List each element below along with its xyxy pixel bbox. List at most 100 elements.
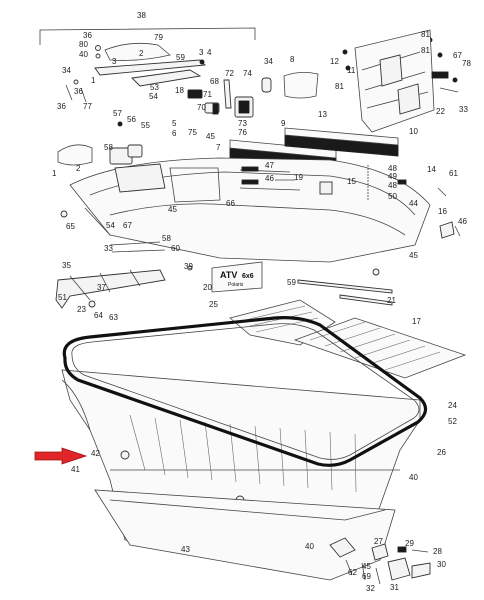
callout-label: 71 [203,90,212,99]
callout-label: 42 [91,449,100,458]
callout-label: 43 [181,545,190,554]
decal-line1: ATV [220,270,237,280]
callout-label: 48 [388,164,397,173]
latch-mechanism [187,77,272,118]
callout-label: 44 [409,199,418,208]
callout-label: 9 [281,119,286,128]
rear-bracket [55,241,193,309]
red-arrow-pointer [34,447,88,465]
callout-label: 36 [57,102,66,111]
callout-label: 25 [209,300,218,309]
callout-label: 20 [203,283,212,292]
callout-label: 31 [390,583,399,592]
callout-label: 11 [347,66,356,75]
callout-label: 40 [409,473,418,482]
callout-label: 1 [52,169,57,178]
callout-label: 79 [154,33,163,42]
callout-label: 30 [437,560,446,569]
callout-label: 48 [388,181,397,190]
callout-label: 76 [238,128,247,137]
floor-panel-right [293,317,467,379]
callout-label: 47 [265,161,274,170]
callout-label: 8 [290,55,295,64]
callout-label: 65 [66,222,75,231]
callout-label: 7 [216,143,221,152]
handle-bar [94,59,206,87]
callout-label: 59 [287,278,296,287]
callout-label: 35 [62,261,71,270]
callout-label: 3 [112,57,117,66]
callout-label: 32 [366,584,375,593]
callout-label: 2 [139,49,144,58]
callout-label: 60 [171,244,180,253]
callout-label: 27 [374,537,383,546]
callout-label: 68 [210,77,219,86]
callout-label: 72 [225,69,234,78]
callout-label: 56 [127,115,136,124]
cargo-bed-liner [69,157,431,263]
callout-label: 53 [150,83,159,92]
callout-label: 81 [335,82,344,91]
small-panel-8 [283,72,319,99]
callout-label: 23 [77,305,86,314]
callout-label: 21 [387,296,396,305]
callout-label: 57 [113,109,122,118]
callout-label: 45 [409,251,418,260]
callout-label: 45 [362,562,371,571]
callout-label: 67 [123,221,132,230]
assembly-bracket-38 [39,27,256,45]
callout-label: 45 [168,205,177,214]
callout-label: 52 [448,417,457,426]
callout-label: 81 [421,30,430,39]
callout-label: 69 [362,572,371,581]
callout-label: 16 [438,207,447,216]
callout-label: 33 [459,105,468,114]
callout-label: 34 [264,57,273,66]
decal-line2: 6x6 [242,273,254,280]
callout-label: 58 [162,234,171,243]
perimeter-seal [62,316,428,467]
callout-label: 34 [62,66,71,75]
callout-label: 73 [238,119,247,128]
callout-label: 51 [58,293,67,302]
callout-label: 46 [458,217,467,226]
callout-label: 26 [437,448,446,457]
brand-decal: ATV 6x6 Polaris [211,261,263,293]
callout-label: 3 [199,48,204,57]
callout-label: 22 [436,107,445,116]
callout-label: 80 [79,40,88,49]
hinge-hardware [329,537,431,585]
callout-label: 38 [137,11,146,20]
trim-strips [297,268,393,306]
callout-label: 50 [388,192,397,201]
callout-label: 19 [294,173,303,182]
tailgate-panel [354,29,459,133]
callout-label: 39 [184,262,193,271]
callout-label: 37 [97,283,106,292]
callout-label: 10 [409,127,418,136]
callout-label: 18 [175,86,184,95]
callout-label: 15 [347,177,356,186]
callout-label: 40 [79,50,88,59]
callout-label: 5 [172,119,177,128]
callout-label: 81 [421,46,430,55]
callout-label: 40 [305,542,314,551]
callout-label: 12 [330,57,339,66]
callout-label: 14 [427,165,436,174]
latch-cover [104,42,171,61]
callout-label: 77 [83,102,92,111]
callout-label: 55 [141,121,150,130]
callout-label: 1 [91,76,96,85]
callout-label: 59 [176,53,185,62]
callout-label: 78 [462,59,471,68]
callout-label: 28 [433,547,442,556]
callout-label: 13 [318,110,327,119]
callout-label: 75 [188,128,197,137]
callout-label: 36 [83,31,92,40]
callout-label: 17 [412,317,421,326]
callout-label: 33 [104,244,113,253]
callout-label: 41 [71,465,80,474]
callout-label: 61 [449,169,458,178]
loose-hardware [60,165,461,239]
